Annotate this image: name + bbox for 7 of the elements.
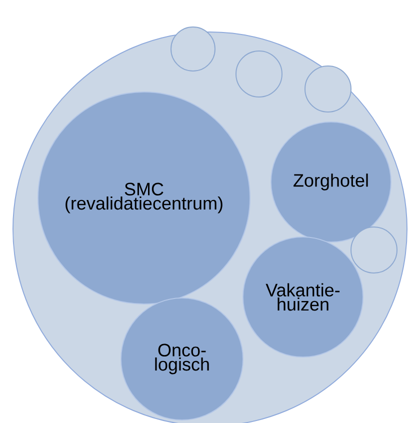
empty-circle	[304, 66, 352, 112]
circle-node: Zorghotel	[270, 122, 392, 242]
empty-circle	[350, 226, 398, 274]
empty-circle	[170, 26, 216, 72]
circle-node: Vakantie- huizen	[242, 236, 364, 358]
circle-node: Onco- logisch	[120, 298, 244, 420]
empty-circle	[236, 50, 282, 98]
